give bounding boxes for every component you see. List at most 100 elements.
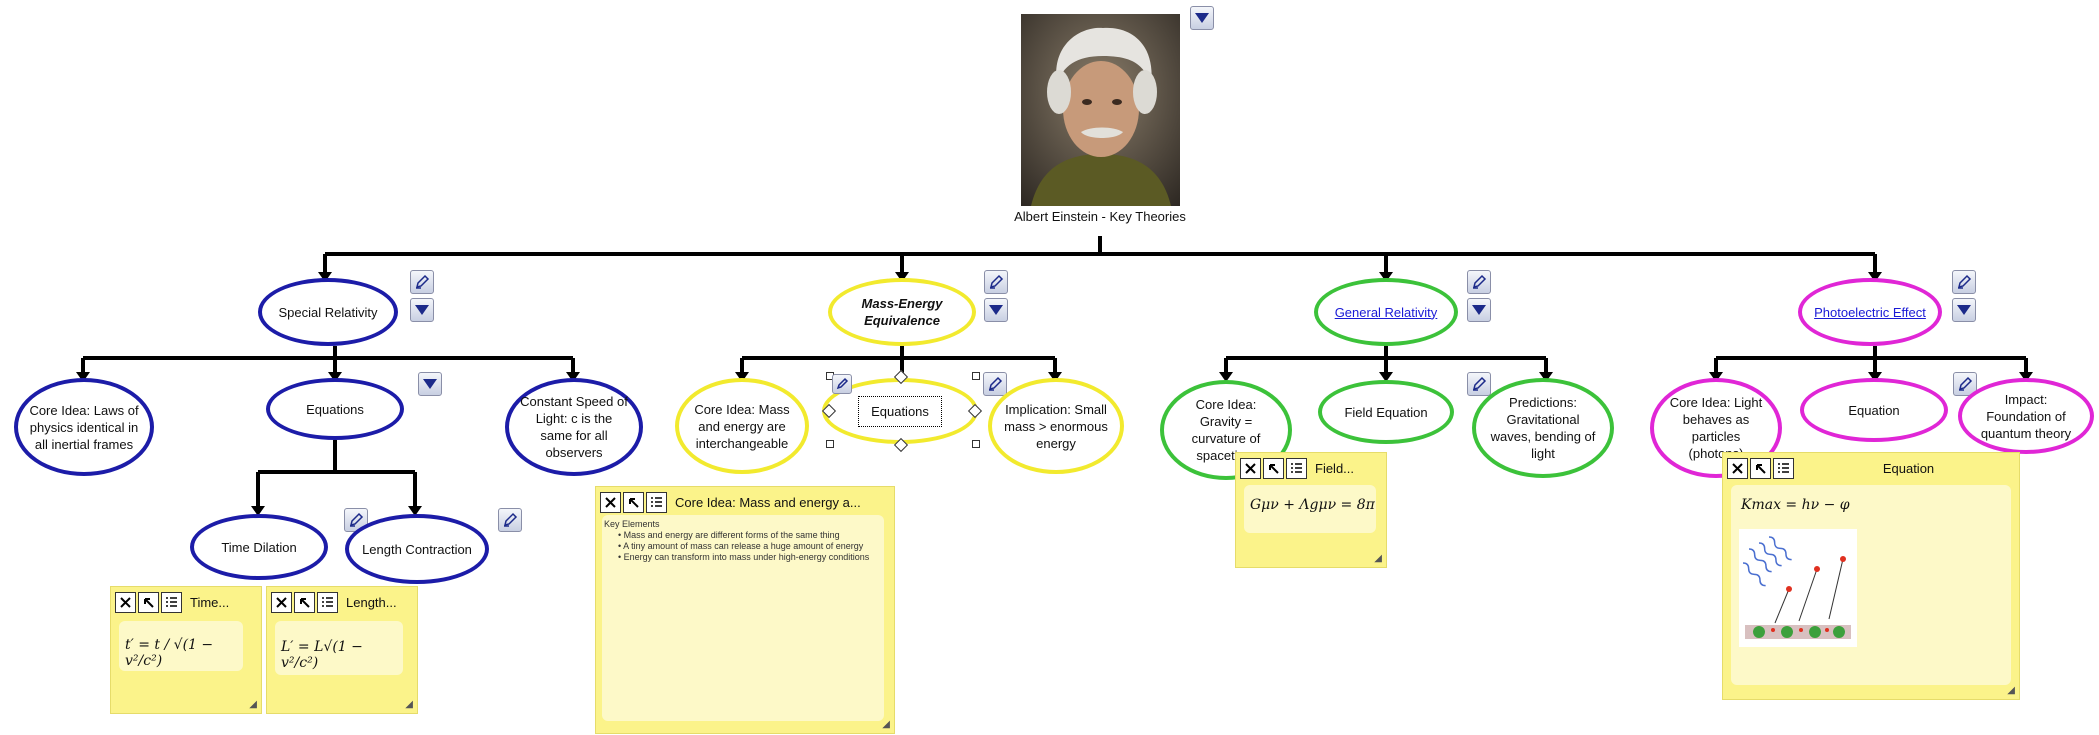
node-core-me[interactable]: Core Idea: Mass and energy are interchan… <box>675 378 809 474</box>
edit-button[interactable] <box>1467 270 1491 294</box>
list-icon[interactable] <box>1286 457 1307 479</box>
resize-grip-icon[interactable]: ◢ <box>405 699 413 710</box>
close-icon[interactable] <box>600 491 621 513</box>
node-core-sr[interactable]: Core Idea: Laws of physics identical in … <box>14 378 154 476</box>
note-length-contraction[interactable]: Length... L′ = L√(1 − v²/c²) ◢ <box>266 586 418 714</box>
note-title: Length... <box>346 594 397 610</box>
node-label: Core Idea: Laws of physics identical in … <box>29 402 139 452</box>
note-content: L′ = L√(1 − v²/c²) <box>275 621 403 675</box>
root-node-label: Albert Einstein - Key Theories <box>1014 209 1186 224</box>
edit-pencil-icon <box>1957 274 1972 289</box>
edit-pencil-icon <box>1472 376 1487 391</box>
node-equation-pe[interactable]: Equation <box>1800 378 1948 442</box>
node-label: Field Equation <box>1344 404 1428 420</box>
node-link[interactable]: General Relativity <box>1334 304 1438 320</box>
node-photoelectric[interactable]: Photoelectric Effect <box>1798 278 1942 346</box>
close-icon[interactable] <box>115 591 136 613</box>
node-implication-me[interactable]: Implication: Small mass > enormous energ… <box>988 378 1124 474</box>
chevron-down-icon <box>989 305 1003 315</box>
note-bullet: • A tiny amount of mass can release a hu… <box>618 541 864 551</box>
formula-text: L′ = L√(1 − v²/c²) <box>281 639 363 671</box>
node-mass-energy[interactable]: Mass-Energy Equivalence <box>828 278 976 346</box>
dropdown-button[interactable] <box>1467 298 1491 322</box>
node-constant-light[interactable]: Constant Speed of Light: c is the same f… <box>505 378 643 476</box>
node-special-relativity[interactable]: Special Relativity <box>258 278 398 346</box>
list-icon[interactable] <box>317 591 338 613</box>
resize-grip-icon[interactable]: ◢ <box>882 719 890 730</box>
dropdown-button[interactable] <box>410 298 434 322</box>
edit-pencil-icon <box>989 274 1004 289</box>
dropdown-button[interactable] <box>418 372 442 396</box>
note-bullet: • Mass and energy are different forms of… <box>618 530 840 540</box>
edit-pencil-icon <box>503 512 518 527</box>
edit-button[interactable] <box>984 270 1008 294</box>
formula-text: Gμν + Λgμν = 8π <box>1250 497 1375 513</box>
edit-button[interactable] <box>1953 372 1977 396</box>
expand-icon[interactable] <box>138 591 159 613</box>
chevron-down-icon <box>1957 305 1971 315</box>
edit-button[interactable] <box>1952 270 1976 294</box>
edit-pencil-icon <box>415 274 430 289</box>
node-label: Implication: Small mass > enormous energ… <box>1004 401 1108 451</box>
node-label: Core Idea: Mass and energy are interchan… <box>694 401 790 451</box>
note-photoelectric[interactable]: Equation Kmax = hν − φ <box>1722 452 2020 700</box>
node-field-equation[interactable]: Field Equation <box>1318 380 1454 444</box>
node-equations-sr[interactable]: Equations <box>266 378 404 440</box>
node-label: Time Dilation <box>221 539 297 555</box>
resize-grip-icon[interactable]: ◢ <box>2007 685 2015 696</box>
node-label: Equation <box>1848 402 1900 418</box>
node-label: Constant Speed of Light: c is the same f… <box>520 394 628 460</box>
dropdown-button[interactable] <box>1952 298 1976 322</box>
list-icon[interactable] <box>1773 457 1794 479</box>
node-label: Special Relativity <box>278 304 378 320</box>
close-icon[interactable] <box>271 591 292 613</box>
node-predictions-gr[interactable]: Predictions: Gravitational waves, bendin… <box>1472 378 1614 478</box>
edit-button[interactable] <box>498 508 522 532</box>
selection-handle[interactable] <box>972 440 980 448</box>
node-time-dilation[interactable]: Time Dilation <box>190 514 328 580</box>
selection-handle[interactable] <box>972 372 980 380</box>
root-dropdown-button[interactable] <box>1190 6 1214 30</box>
chevron-down-icon <box>1195 13 1209 23</box>
resize-grip-icon[interactable]: ◢ <box>1374 553 1382 564</box>
node-general-relativity[interactable]: General Relativity <box>1314 278 1458 346</box>
list-icon[interactable] <box>161 591 182 613</box>
note-field-equation[interactable]: Field... Gμν + Λgμν = 8π ◢ <box>1235 452 1387 568</box>
node-label: Equations <box>306 401 364 417</box>
chevron-down-icon <box>415 305 429 315</box>
note-heading: Key Elements <box>604 519 660 529</box>
close-icon[interactable] <box>1240 457 1261 479</box>
note-text: Key Elements • Mass and energy are diffe… <box>604 519 884 563</box>
note-time-dilation[interactable]: Time... t′ = t / √(1 − v²/c²) ◢ <box>110 586 262 714</box>
node-label: Impact: Foundation of quantum theory <box>1980 391 2072 441</box>
node-length-contraction[interactable]: Length Contraction <box>345 514 489 584</box>
expand-icon[interactable] <box>1263 457 1284 479</box>
edit-button[interactable] <box>1467 372 1491 396</box>
chevron-down-icon <box>1472 305 1486 315</box>
expand-icon[interactable] <box>294 591 315 613</box>
list-icon[interactable] <box>646 491 667 513</box>
note-content <box>602 515 884 721</box>
resize-grip-icon[interactable]: ◢ <box>249 699 257 710</box>
expand-icon[interactable] <box>623 491 644 513</box>
edit-button[interactable] <box>832 374 852 394</box>
edit-button[interactable] <box>983 372 1007 396</box>
edit-pencil-icon <box>349 512 364 527</box>
note-content: Kmax = hν − φ <box>1731 485 2011 685</box>
note-content: Gμν + Λgμν = 8π <box>1244 485 1376 533</box>
edit-pencil-icon <box>988 376 1003 391</box>
expand-icon[interactable] <box>1750 457 1771 479</box>
node-link[interactable]: Photoelectric Effect <box>1814 304 1926 320</box>
selection-handle[interactable] <box>826 440 834 448</box>
note-content: t′ = t / √(1 − v²/c²) <box>119 621 243 671</box>
node-label: Core Idea: Gravity = curvature of spacet… <box>1191 397 1261 463</box>
node-impact-pe[interactable]: Impact: Foundation of quantum theory <box>1958 378 2094 454</box>
edit-pencil-icon <box>1472 274 1487 289</box>
dropdown-button[interactable] <box>984 298 1008 322</box>
formula-text: Kmax = hν − φ <box>1741 497 1850 513</box>
note-bullet: • Energy can transform into mass under h… <box>618 552 870 562</box>
edit-button[interactable] <box>410 270 434 294</box>
note-mass-energy[interactable]: Core Idea: Mass and energy a... Key Elem… <box>595 486 895 734</box>
close-icon[interactable] <box>1727 457 1748 479</box>
formula-text: t′ = t / √(1 − v²/c²) <box>125 637 214 669</box>
